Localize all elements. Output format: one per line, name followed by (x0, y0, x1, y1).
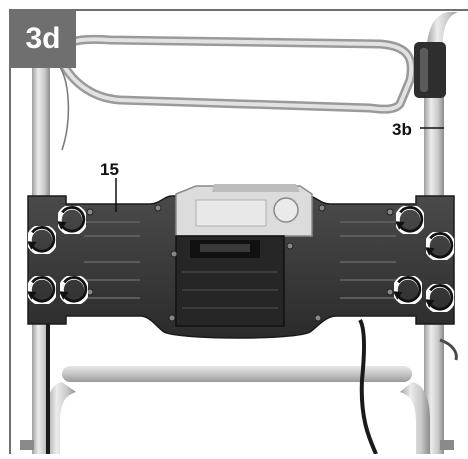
cable-left (57, 63, 70, 151)
panel-grooves-right (340, 221, 396, 299)
panel-screws (86, 204, 394, 322)
upper-handle-highlight (57, 37, 414, 112)
callout-3b: 3b (392, 120, 412, 139)
figure-badge: 3d (10, 10, 76, 68)
lower-left-bend (46, 382, 76, 454)
cable-right-lower (358, 318, 378, 455)
switch-knob (273, 197, 299, 223)
lower-cross-tube (62, 366, 412, 382)
callout-15: 15 (100, 160, 119, 179)
clamp-3b (414, 42, 446, 98)
lower-right-bend (400, 382, 430, 454)
panel-grooves-left (84, 221, 140, 299)
